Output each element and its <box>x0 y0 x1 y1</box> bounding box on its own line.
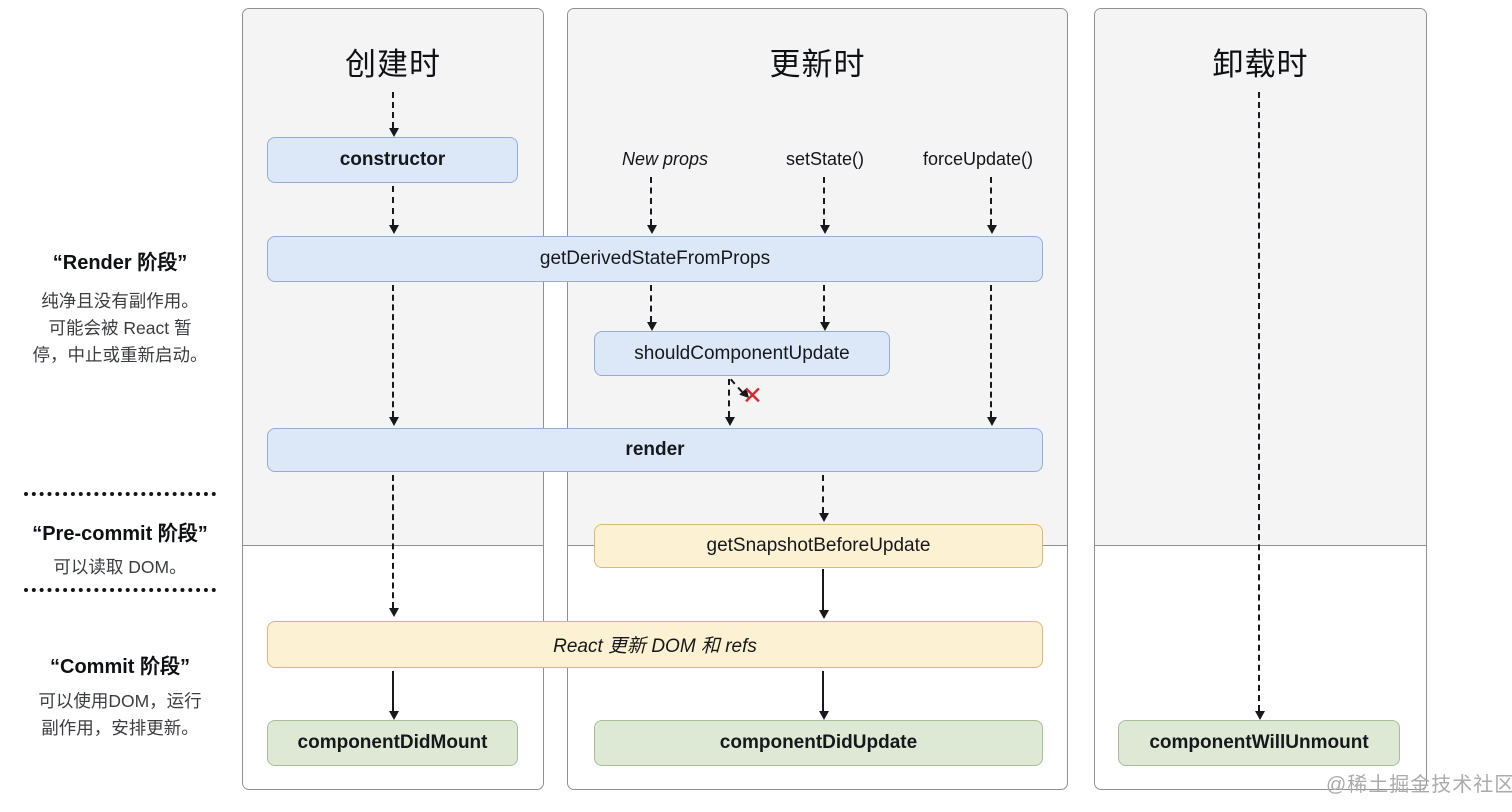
arrow-getderived-to-render-mount <box>389 285 399 426</box>
arrow-newprops-to-getderived <box>647 177 657 234</box>
render-phase-desc-line: 停，中止或重新启动。 <box>32 345 208 365</box>
box-constructor: constructor <box>267 137 518 183</box>
trigger-set-state: setState() <box>785 149 865 169</box>
box-should-component-update: shouldComponentUpdate <box>594 331 890 376</box>
box-get-derived-state-from-props: getDerivedStateFromProps <box>267 236 1043 282</box>
commit-phase-title: “Commit 阶段” <box>50 656 190 678</box>
arrow-mounting-to-constructor <box>389 92 399 137</box>
column-updating: 更新时 <box>567 8 1068 790</box>
render-phase-desc-line: 可能会被 React 暂 <box>48 318 192 338</box>
box-component-did-update: componentDidUpdate <box>594 720 1043 766</box>
updating-column-title: 更新时 <box>769 47 866 82</box>
arrow-render-to-reactupdates-mount <box>389 475 399 617</box>
arrow-getderived-to-shouldupdate-right <box>820 285 830 331</box>
render-phase-desc-line: 纯净且没有副作用。 <box>41 291 199 311</box>
arrow-getderived-to-shouldupdate-left <box>647 285 657 331</box>
arrow-shouldupdate-to-render <box>725 379 735 426</box>
arrow-reactupdates-to-didmount <box>389 671 399 720</box>
arrow-forceupdate-to-render <box>987 285 997 426</box>
watermark: @稀土掘金技术社区 <box>1326 774 1512 796</box>
arrow-constructor-to-getderived <box>389 186 399 234</box>
arrow-getsnapshot-to-reactupdates <box>819 569 829 619</box>
box-component-did-mount: componentDidMount <box>267 720 518 766</box>
mounting-column-title: 创建时 <box>345 47 441 82</box>
render-phase-label: “Render 阶段” 纯净且没有副作用。 可能会被 React 暂 停，中止或… <box>8 246 232 369</box>
cancel-x-mark: ✕ <box>742 382 763 410</box>
arrow-render-to-getsnapshot <box>819 475 829 522</box>
arrow-unmounting-to-willunmount <box>1255 92 1265 720</box>
pre-commit-phase-label: “Pre-commit 阶段” 可以读取 DOM。 <box>8 517 232 581</box>
arrow-reactupdates-to-didupdate <box>819 671 829 720</box>
trigger-new-props: New props <box>621 149 709 169</box>
unmounting-render-phase-region <box>1095 9 1426 546</box>
phase-divider-bottom <box>24 588 216 592</box>
phase-divider-top <box>24 492 216 496</box>
arrow-forceupdate-to-getderived <box>987 177 997 234</box>
render-phase-title: “Render 阶段” <box>52 252 188 274</box>
pre-commit-phase-desc-line: 可以读取 DOM。 <box>53 557 187 577</box>
box-get-snapshot-before-update: getSnapshotBeforeUpdate <box>594 524 1043 568</box>
box-render: render <box>267 428 1043 472</box>
pre-commit-phase-title: “Pre-commit 阶段” <box>32 523 208 545</box>
commit-phase-desc-line: 可以使用DOM，运行 <box>38 691 202 711</box>
box-component-will-unmount: componentWillUnmount <box>1118 720 1400 766</box>
column-unmounting: 卸载时 <box>1094 8 1427 790</box>
commit-phase-desc-line: 副作用，安排更新。 <box>41 718 199 738</box>
box-react-updates-dom: React 更新 DOM 和 refs <box>267 621 1043 668</box>
unmounting-column-title: 卸载时 <box>1212 47 1309 82</box>
arrow-setstate-to-getderived <box>820 177 830 234</box>
commit-phase-label: “Commit 阶段” 可以使用DOM，运行 副作用，安排更新。 <box>8 650 232 742</box>
trigger-force-update: forceUpdate() <box>922 149 1034 169</box>
